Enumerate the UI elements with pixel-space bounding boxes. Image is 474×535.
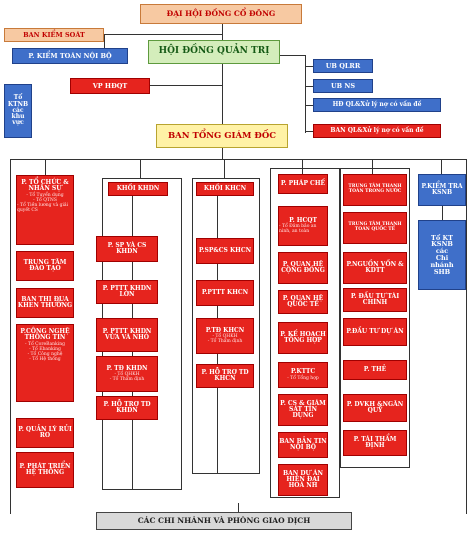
phong-pttt-khdn-vua-nho: P. PTTT KHDN VỪA VÀ NHỎ xyxy=(96,318,158,352)
phong-sp-cs-khcn: P.SP&CS KHCN xyxy=(196,238,254,264)
phong-ho-tro-td-khcn: P. HỖ TRỢ TD KHCN xyxy=(196,364,254,388)
phong-dau-tu-tai-chinh: P. ĐẦU TƯ TÀI CHÍNH xyxy=(343,288,407,312)
ub-ns: UB NS xyxy=(313,79,373,93)
col5-frame xyxy=(340,168,410,468)
cac-chi-nhanh-phong-giao-dich: CÁC CHI NHÁNH VÀ PHÒNG GIAO DỊCH xyxy=(96,512,352,530)
phong-to-chuc-nhan-su: P. TỔ CHỨC & NHÂN SỰ - Tổ Tuyển dụng - T… xyxy=(16,175,74,245)
line xyxy=(10,159,11,514)
line xyxy=(466,159,467,514)
line xyxy=(104,34,222,35)
ban-tong-giam-doc: BAN TỔNG GIÁM ĐỐC xyxy=(156,124,288,148)
phong-tai-tham-dinh: P. TÁI THẨM ĐỊNH xyxy=(343,430,407,456)
trung-tam-thanh-toan-quoc-te: TRUNG TÂM THANH TOÁN QUỐC TẾ xyxy=(343,212,407,244)
phong-sp-cs-khdn: P. SP VÀ CS KHDN xyxy=(96,236,158,262)
phong-phap-che: P. PHÁP CHẾ xyxy=(278,174,328,194)
ban-du-an-hien-dai-hoa: BAN DỰ ÁN HIỆN ĐẠI HOÁ NH xyxy=(278,464,328,496)
phong-cong-nghe-thong-tin: P.CÔNG NGHỆ THÔNG TIN - Tổ CoreBanking -… xyxy=(16,324,74,402)
phong-td-khcn: P.TĐ KHCN - Tổ QHKH - Tổ Thẩm định xyxy=(196,318,254,354)
line xyxy=(10,159,466,160)
phong-quan-ly-rui-ro: P. QUẢN LÝ RỦI RO xyxy=(16,418,74,448)
dai-hoi-dong-co-dong: ĐẠI HỘI ĐỒNG CỔ ĐÔNG xyxy=(140,4,302,24)
phong-pttt-khdn-lon: P. PTTT KHDN LỚN xyxy=(96,280,158,304)
phong-pttt-khcn: P.PTTT KHCN xyxy=(196,280,254,306)
trung-tam-thanh-toan-trong-nuoc: TRUNG TÂM THANH TOÁN TRONG NƯỚC xyxy=(343,174,407,206)
phong-the: P. THẺ xyxy=(343,360,407,380)
phong-nguon-von-kdtt: P.NGUỒN VỐN & KDTT xyxy=(343,252,407,284)
ub-qlrr: UB QLRR xyxy=(313,59,373,73)
ban-ban-tin-noi-bo: BAN BẢN TIN NỘI BỘ xyxy=(278,432,328,458)
khoi-khcn-header: KHỐI KHCN xyxy=(196,182,254,196)
line xyxy=(280,55,305,56)
line xyxy=(305,86,313,87)
khoi-khdn-header: KHỐI KHDN xyxy=(108,182,168,196)
line xyxy=(442,206,443,220)
phong-td-khdn: P. TĐ KHDN - Tổ QHKH - Tổ Thẩm định xyxy=(96,356,158,392)
line xyxy=(305,131,313,132)
phong-kttc: P.KTTC - Tổ Tổng hợp xyxy=(278,362,328,388)
line xyxy=(302,159,303,174)
phong-dau-tu-du-an: P.ĐẦU TƯ DỰ ÁN xyxy=(343,318,407,346)
phong-phat-trien-he-thong: P. PHÁT TRIỂN HỆ THỐNG xyxy=(16,452,74,488)
line xyxy=(372,159,373,174)
phong-quan-he-quoc-te: P. QUAN HỆ QUỐC TẾ xyxy=(278,290,328,314)
hoi-dong-quan-tri: HỘI ĐỒNG QUẢN TRỊ xyxy=(148,40,280,64)
line xyxy=(224,159,225,179)
line xyxy=(238,503,239,513)
phong-hcqt: P. HCQT - Tổ Đảm bảo an ninh, an toàn xyxy=(278,206,328,246)
phong-dvkh-ngan-quy: P. DVKH &NGÂN QUỸ xyxy=(343,394,407,422)
line xyxy=(222,64,223,124)
phong-cs-giam-sat-tin-dung: P. CS & GIÁM SÁT TÍN DỤNG xyxy=(278,394,328,426)
phong-kiem-toan-noi-bo: P. KIỂM TOÁN NỘI BỘ xyxy=(12,48,128,64)
line xyxy=(140,159,141,179)
khoi-khcn-frame xyxy=(192,178,260,474)
phong-quan-he-cong-dong: P. QUAN HỆ CỘNG ĐỒNG xyxy=(278,252,328,284)
line xyxy=(150,85,222,86)
trung-tam-dao-tao: TRUNG TÂM ĐÀO TẠO xyxy=(16,251,74,281)
phong-kiem-tra-ksnb: P.KIỂM TRA KSNB xyxy=(418,174,466,206)
ban-ql-xu-ly-no: BAN QL&Xử lý nợ có vấn đề xyxy=(313,124,441,138)
hd-ql-xu-ly-no: HĐ QL&Xử lý nợ có vấn đề xyxy=(313,98,441,112)
line xyxy=(441,159,442,174)
line xyxy=(305,55,306,133)
vp-hdqt: VP HĐQT xyxy=(70,78,150,94)
line xyxy=(305,105,313,106)
line xyxy=(45,159,46,175)
col4-frame xyxy=(270,168,340,498)
line xyxy=(104,34,105,48)
phong-ho-tro-td-khdn: P. HỖ TRỢ TD KHDN xyxy=(96,396,158,420)
ban-kiem-soat: BAN KIỂM SOÁT xyxy=(4,28,104,42)
phong-ke-hoach-tong-hop: P. KẾ HOẠCH TỔNG HỢP xyxy=(278,322,328,354)
ban-thi-dua-khen-thuong: BAN THI ĐUA KHEN THƯỞNG xyxy=(16,288,74,318)
line xyxy=(222,24,223,40)
line xyxy=(222,148,223,159)
line xyxy=(305,66,313,67)
